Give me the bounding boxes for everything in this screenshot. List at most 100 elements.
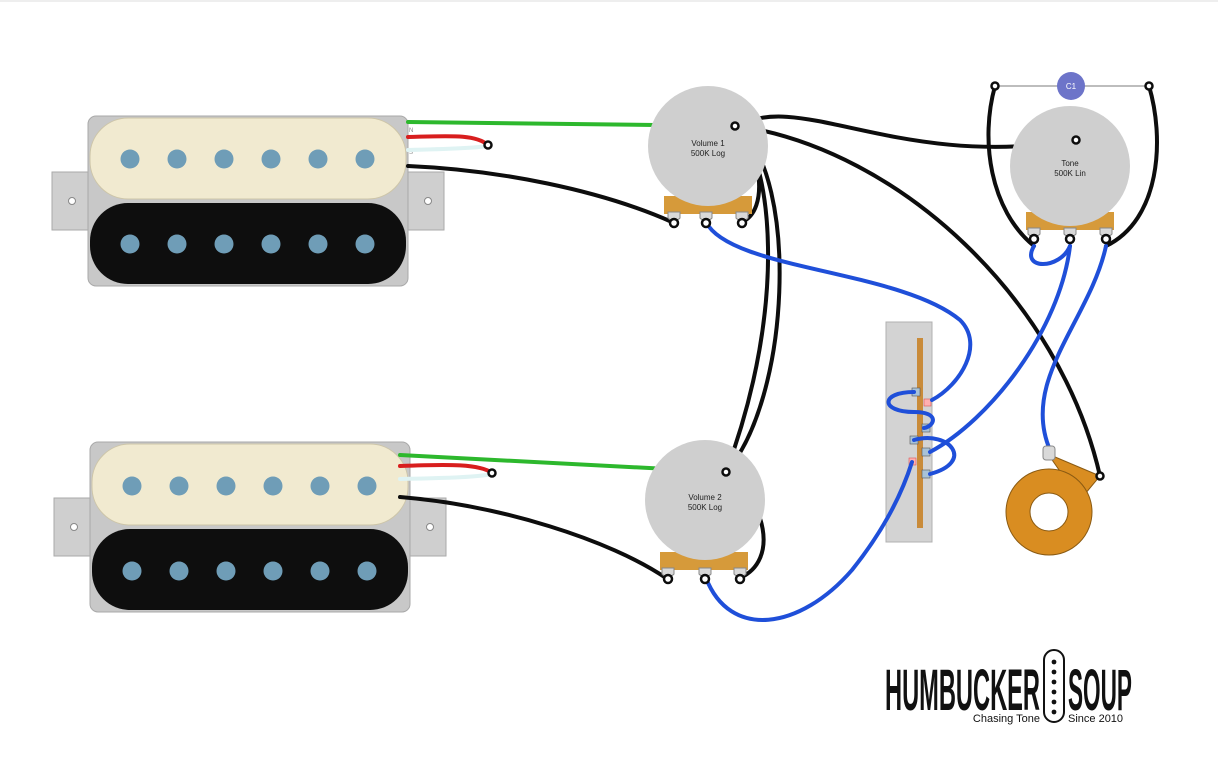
logo-pole-dot bbox=[1051, 669, 1057, 675]
pole-piece bbox=[122, 561, 142, 581]
pole-piece bbox=[216, 561, 236, 581]
volume-2-to-switch-wire bbox=[704, 460, 914, 622]
volume-2-lug-left-joint bbox=[662, 573, 674, 585]
humbucker-soup-logo: HUMBUCKER SOUP Chasing Tone Since 2010 bbox=[885, 649, 1132, 725]
pole-piece bbox=[357, 476, 377, 496]
pole-piece bbox=[310, 561, 330, 581]
pole-piece bbox=[355, 234, 375, 254]
capacitor-right-joint bbox=[1144, 81, 1154, 91]
capacitor-label: C1 bbox=[1066, 82, 1077, 91]
volume-1-to-tone-ground bbox=[736, 114, 1078, 149]
switch-jumper-wire-1 bbox=[886, 390, 935, 430]
switch-contact-strip bbox=[917, 338, 923, 528]
tone-pot: Tone 500K Lin bbox=[1010, 106, 1130, 238]
pole-piece bbox=[357, 561, 377, 581]
pole-piece bbox=[169, 476, 189, 496]
single-coil-pole-icons bbox=[1051, 659, 1057, 715]
pole-piece bbox=[120, 234, 140, 254]
capacitor-right-lead bbox=[1104, 84, 1159, 248]
pickup-2-cream-coil bbox=[91, 443, 409, 526]
volume-2-value: 500K Log bbox=[688, 503, 722, 512]
logo-pole-dot bbox=[1051, 689, 1057, 695]
pickup-1-black-wire bbox=[406, 164, 674, 224]
single-coil-pickup-icon bbox=[1043, 649, 1065, 723]
tone-ground-joint bbox=[1071, 135, 1081, 145]
capacitor-left-joint bbox=[990, 81, 1000, 91]
jack-hole bbox=[1029, 492, 1069, 532]
capacitor-c1: C1 bbox=[1057, 72, 1085, 100]
pickup-2-black-coil bbox=[92, 529, 408, 610]
pole-piece bbox=[308, 234, 328, 254]
pole-piece bbox=[216, 476, 236, 496]
output-jack bbox=[1005, 445, 1101, 556]
volume-2-lug-right-joint bbox=[734, 573, 746, 585]
volume-1-lug-right-joint bbox=[736, 217, 748, 229]
volume-1-pot-body bbox=[648, 86, 768, 206]
pickup-2-left-screw-hole bbox=[70, 523, 78, 531]
pickup-1-south-label: S bbox=[409, 150, 413, 156]
logo-pole-dot bbox=[1051, 679, 1057, 685]
pickup-1-red-wire bbox=[406, 134, 490, 147]
volume-2-name: Volume 2 bbox=[688, 493, 722, 502]
volume-2-ground-joint bbox=[721, 467, 731, 477]
pole-piece bbox=[355, 149, 375, 169]
pole-piece bbox=[120, 149, 140, 169]
tone-name: Tone bbox=[1061, 159, 1079, 168]
logo-tagline-right: Since 2010 bbox=[1068, 713, 1123, 725]
volume-2-pot: Volume 2 500K Log bbox=[645, 440, 765, 578]
switch-lug-output-1 bbox=[923, 398, 932, 407]
jack-tip-lug bbox=[1042, 445, 1056, 461]
logo-pole-dot bbox=[1051, 709, 1057, 715]
pole-piece bbox=[261, 234, 281, 254]
volume-1-ground-joint bbox=[730, 121, 740, 131]
ground-to-jack-sleeve bbox=[736, 124, 1102, 478]
pickup-2-black-wire bbox=[398, 495, 668, 580]
logo-pole-dot bbox=[1051, 699, 1057, 705]
tone-pot-body bbox=[1010, 106, 1130, 226]
pole-piece bbox=[214, 234, 234, 254]
volume-1-value: 500K Log bbox=[691, 149, 725, 158]
logo-tagline-left: Chasing Tone bbox=[973, 713, 1040, 725]
pickup-2-pole-pieces bbox=[122, 476, 377, 581]
tone-to-jack-tip-wire bbox=[1040, 244, 1108, 452]
switch-jumper-wire-2 bbox=[912, 436, 957, 476]
volume-2-lug-center-joint bbox=[699, 573, 711, 585]
tone-lug-left-joint bbox=[1028, 233, 1040, 245]
pickup-2-taped-lead-end bbox=[487, 468, 497, 478]
pole-piece bbox=[214, 149, 234, 169]
switch-to-tone-wire bbox=[928, 244, 1072, 454]
solder-joints bbox=[483, 81, 1154, 585]
pole-piece bbox=[167, 149, 187, 169]
humbucker-pickup-1: N S bbox=[51, 115, 445, 287]
pole-piece bbox=[167, 234, 187, 254]
pole-piece bbox=[308, 149, 328, 169]
pickup-1-cream-coil bbox=[89, 117, 407, 200]
jack-sleeve-joint bbox=[1095, 471, 1105, 481]
pole-piece bbox=[310, 476, 330, 496]
pole-piece bbox=[263, 561, 283, 581]
pole-piece bbox=[263, 476, 283, 496]
tone-lug-center-joint bbox=[1064, 233, 1076, 245]
pickup-1-left-screw-hole bbox=[68, 197, 76, 205]
logo-pole-dot bbox=[1051, 659, 1057, 665]
pickup-1-right-screw-hole bbox=[424, 197, 432, 205]
volume-1-lug-center-joint bbox=[700, 217, 712, 229]
pole-piece bbox=[261, 149, 281, 169]
pickup-2-white-wire bbox=[398, 472, 494, 481]
pickup-1-north-label: N bbox=[409, 128, 413, 134]
logo-word-humbucker: HUMBUCKER bbox=[885, 658, 1040, 723]
volume-2-pot-body bbox=[645, 440, 765, 560]
volume-1-to-switch-wire bbox=[704, 220, 973, 402]
volume-2-pot-base bbox=[660, 552, 748, 570]
tone-lug-jumper-wire bbox=[1029, 244, 1072, 266]
pickup-1-black-coil bbox=[90, 203, 406, 284]
humbucker-pickup-2 bbox=[53, 441, 447, 613]
tone-lug-right-joint bbox=[1100, 233, 1112, 245]
pole-piece bbox=[169, 561, 189, 581]
pole-piece bbox=[122, 476, 142, 496]
volume-1-pot: Volume 1 500K Log bbox=[648, 86, 768, 222]
pickup-2-red-wire bbox=[398, 462, 494, 475]
pickup-1-taped-lead-end bbox=[483, 140, 493, 150]
pickup-2-right-screw-hole bbox=[426, 523, 434, 531]
